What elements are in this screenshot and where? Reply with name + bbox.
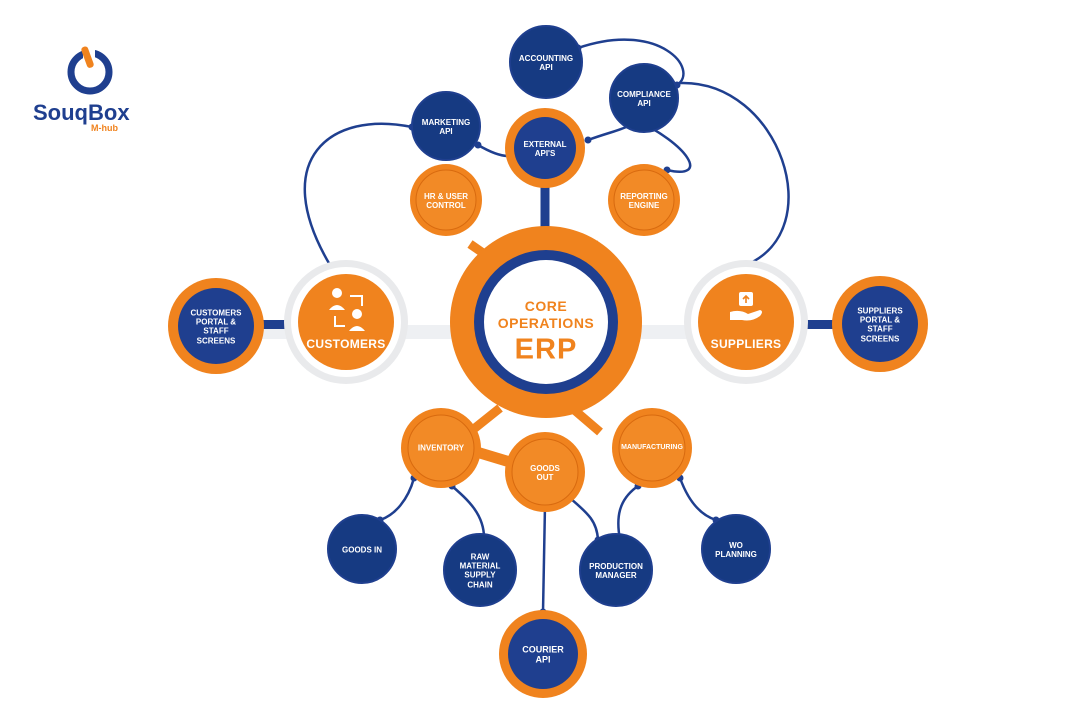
customers-hub (284, 260, 408, 384)
suppliers-hub-label: SUPPLIERS (710, 337, 782, 352)
suppliers-portal-label: SUPPLIERS PORTAL & STAFF SCREENS (857, 306, 903, 344)
brand-subtitle: M-hub (91, 123, 118, 133)
suppliers-portal-link (800, 320, 838, 329)
node-circles (168, 25, 928, 698)
suppliers-hub (684, 260, 808, 384)
manufacturing-label: MANUFACTURING (621, 443, 683, 451)
production-manager-node (579, 533, 653, 607)
brand-name: SouqBox (33, 100, 130, 125)
compliance-api-node (609, 63, 679, 133)
goods-in-label: GOODS IN (341, 545, 383, 555)
wo-planning-node (701, 514, 771, 584)
accounting-api-label: ACCOUNTING API (518, 53, 574, 72)
core-label-line2: OPERATIONS (497, 314, 595, 331)
courier-api-label: COURIER API (522, 644, 564, 665)
customers-hub-label: CUSTOMERS (306, 337, 386, 352)
goods-out-label: GOODS OUT (530, 463, 560, 482)
customers-icon (329, 288, 365, 331)
production-manager-label: PRODUCTION MANAGER (589, 561, 643, 580)
customers-portal-link (248, 320, 296, 329)
raw-material-node (443, 533, 517, 607)
marketing-api-label: MARKETING API (421, 117, 471, 136)
wo-planning-label: WO PLANNING (715, 540, 757, 559)
core-label-line1: CORE (524, 297, 568, 314)
reporting-engine-label: REPORTING ENGINE (620, 191, 668, 210)
suppliers-icon (730, 292, 762, 321)
compliance-api-label: COMPLIANCE API (617, 89, 671, 108)
external-apis-label: EXTERNAL API'S (523, 139, 567, 158)
inventory-label: INVENTORY (417, 443, 465, 453)
accounting-api-node (509, 25, 583, 99)
raw-material-label: RAW MATERIAL SUPPLY CHAIN (459, 552, 501, 590)
core-label-erp: ERP (514, 333, 578, 366)
customers-portal-label: CUSTOMERS PORTAL & STAFF SCREENS (190, 308, 242, 346)
marketing-api-node (411, 91, 481, 161)
core-erp-node (450, 226, 642, 418)
logo-icon (67, 42, 113, 95)
goods-in-node (327, 514, 397, 584)
hr-user-control-label: HR & USER CONTROL (423, 191, 469, 210)
